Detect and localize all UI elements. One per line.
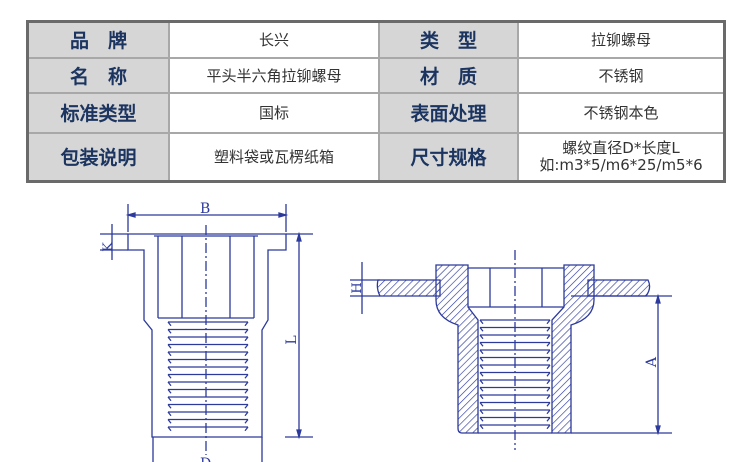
thread-lines: [479, 319, 551, 430]
side-view: [100, 204, 313, 462]
label-surface: 表面处理: [378, 91, 519, 134]
thread-line: [167, 336, 249, 342]
dim-label-a: A: [644, 356, 660, 368]
label-packaging: 包装说明: [26, 131, 170, 183]
label-name: 名 称: [26, 56, 170, 94]
value-name: 平头半六角拉铆螺母: [168, 56, 380, 94]
size-line-1: 螺纹直径D*长度L: [562, 138, 680, 157]
thread-line: [167, 411, 249, 417]
label-type: 类 型: [378, 20, 519, 59]
dim-label-b: B: [200, 201, 210, 217]
thread-line: [167, 358, 249, 364]
thread-line: [479, 371, 551, 377]
thread-line: [167, 321, 249, 327]
value-packaging: 塑料袋或瓦楞纸箱: [168, 131, 380, 183]
thread-line: [167, 328, 249, 334]
label-brand: 品 牌: [26, 20, 170, 59]
thread-line: [167, 381, 249, 387]
size-line-2: 如:m3*5/m6*25/m5*6: [539, 155, 703, 174]
value-type: 拉铆螺母: [517, 20, 726, 59]
thread-line: [479, 409, 551, 415]
thread-line: [167, 343, 249, 349]
table-row: 包装说明 塑料袋或瓦楞纸箱 尺寸规格 螺纹直径D*长度L 如:m3*5/m6*2…: [26, 131, 726, 183]
label-material: 材 质: [378, 56, 519, 94]
label-standard: 标准类型: [26, 91, 170, 134]
spec-table: 品 牌 长兴 类 型 拉铆螺母 名 称 平头半六角拉铆螺母 材 质 不锈钢 标准…: [26, 20, 726, 183]
value-brand: 长兴: [168, 20, 380, 59]
label-size: 尺寸规格: [378, 131, 519, 183]
value-standard: 国标: [168, 91, 380, 134]
table-row: 品 牌 长兴 类 型 拉铆螺母: [26, 20, 726, 59]
thread-line: [479, 386, 551, 392]
thread-line: [167, 403, 249, 409]
thread-line: [167, 418, 249, 424]
value-material: 不锈钢: [517, 56, 726, 94]
thread-line: [167, 366, 249, 372]
thread-line: [167, 426, 249, 432]
thread-line: [167, 388, 249, 394]
dim-label-k: K: [101, 242, 116, 252]
table-row: 标准类型 国标 表面处理 不锈钢本色: [26, 91, 726, 134]
dim-label-h: H: [350, 282, 365, 293]
dim-label-l: L: [284, 335, 300, 344]
thread-line: [167, 373, 249, 379]
thread-line: [479, 319, 551, 325]
dim-label-d: D: [200, 456, 211, 462]
thread-line: [479, 356, 551, 362]
thread-line: [167, 396, 249, 402]
thread-lines: [167, 321, 249, 432]
table-row: 名 称 平头半六角拉铆螺母 材 质 不锈钢: [26, 56, 726, 94]
section-view: [350, 250, 672, 450]
value-size: 螺纹直径D*长度L 如:m3*5/m6*25/m5*6: [517, 131, 726, 183]
thread-line: [167, 351, 249, 357]
value-surface: 不锈钢本色: [517, 91, 726, 134]
